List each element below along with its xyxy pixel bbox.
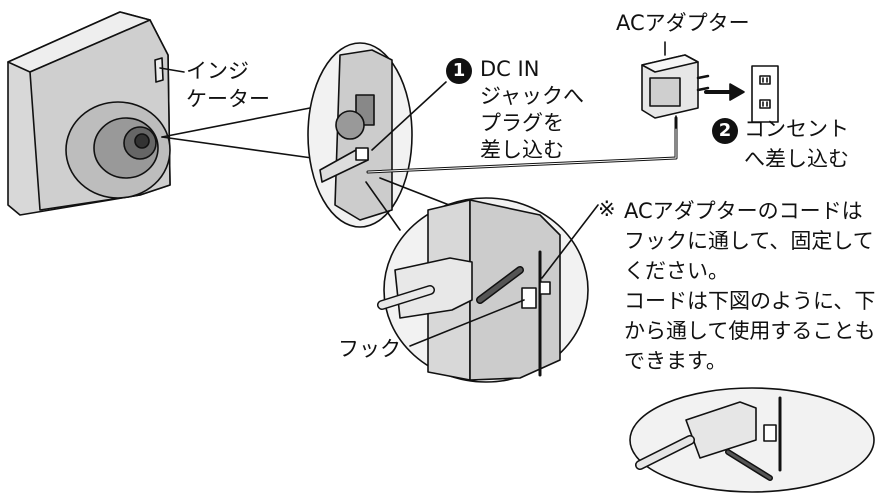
- zoom-view-hook: [377, 197, 589, 383]
- zoom-view-dc-jack: [307, 42, 413, 228]
- note-line: ください。: [624, 259, 729, 283]
- ac-adapter-label: ACアダプター: [616, 11, 750, 35]
- note-text: ACアダプターのコードは フックに通して、固定して ください。 コードは下図のよ…: [624, 196, 875, 376]
- arrow-right-icon: [704, 83, 745, 101]
- step1-text: DC IN ジャックへ プラグを 差し込む: [480, 56, 584, 164]
- note-line: ACアダプターのコードは: [624, 199, 863, 223]
- step1-line: DC IN: [480, 57, 540, 81]
- zoom-view-hook-alt: [629, 387, 875, 493]
- note-line: できます。: [624, 349, 727, 373]
- indicator-label-line1: インジ: [186, 59, 249, 83]
- note-mark: ※: [598, 197, 616, 221]
- note-line: から通して使用することも: [624, 319, 876, 343]
- wall-outlet-icon: [751, 65, 779, 123]
- step1-line: ジャックへ: [480, 84, 584, 108]
- step1-badge: 1: [446, 58, 472, 84]
- step2-badge: 2: [712, 118, 738, 144]
- step1-line: プラグを: [480, 111, 564, 135]
- note-line: フックに通して、固定して: [624, 229, 874, 253]
- ac-adapter-icon: [641, 41, 710, 129]
- note-line: コードは下図のように、下: [624, 289, 876, 313]
- step2-line2: へ差し込む: [744, 147, 849, 171]
- step2-line1: コンセント: [744, 117, 849, 141]
- camera-device-icon: [7, 11, 171, 216]
- step1-line: 差し込む: [480, 138, 564, 162]
- indicator-label-line2: ケーター: [186, 87, 270, 111]
- hook-label: フック: [338, 337, 401, 361]
